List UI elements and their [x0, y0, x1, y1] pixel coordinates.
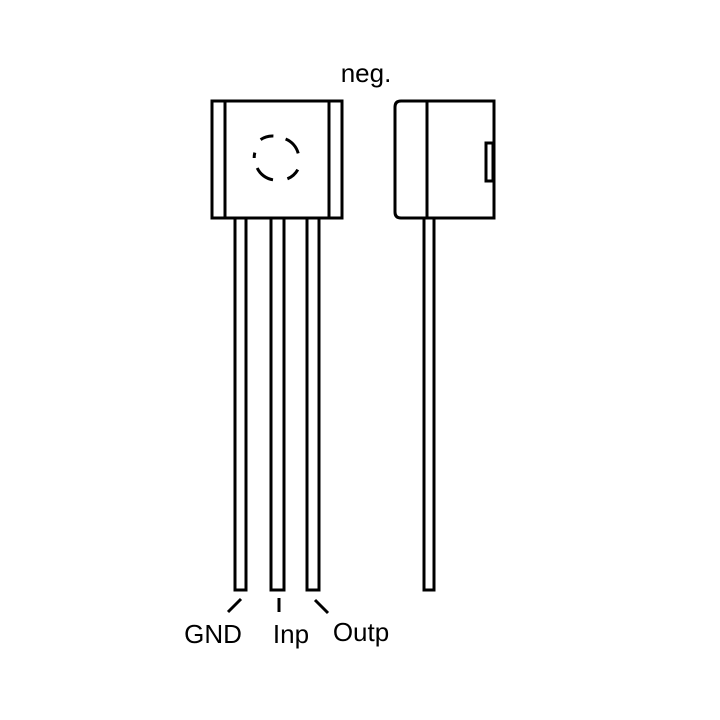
lead-gnd	[233, 216, 248, 592]
side-view	[393, 99, 496, 592]
side-lead	[422, 216, 436, 592]
pin-label-gnd: GND	[184, 619, 242, 649]
pin-label-inp: Inp	[273, 619, 309, 649]
polarity-label: neg.	[341, 58, 392, 88]
lead-inp	[269, 216, 286, 592]
pin-label-outp: Outp	[333, 617, 389, 647]
orientation-circle-icon	[252, 134, 300, 182]
pointer-gnd	[226, 597, 243, 614]
pointer-outp	[313, 598, 330, 615]
lead-outp	[305, 216, 321, 592]
side-package-body	[393, 99, 496, 220]
front-package-body	[210, 99, 344, 220]
front-view	[210, 99, 344, 592]
pin-pointers	[226, 597, 330, 615]
side-tab	[484, 141, 495, 183]
